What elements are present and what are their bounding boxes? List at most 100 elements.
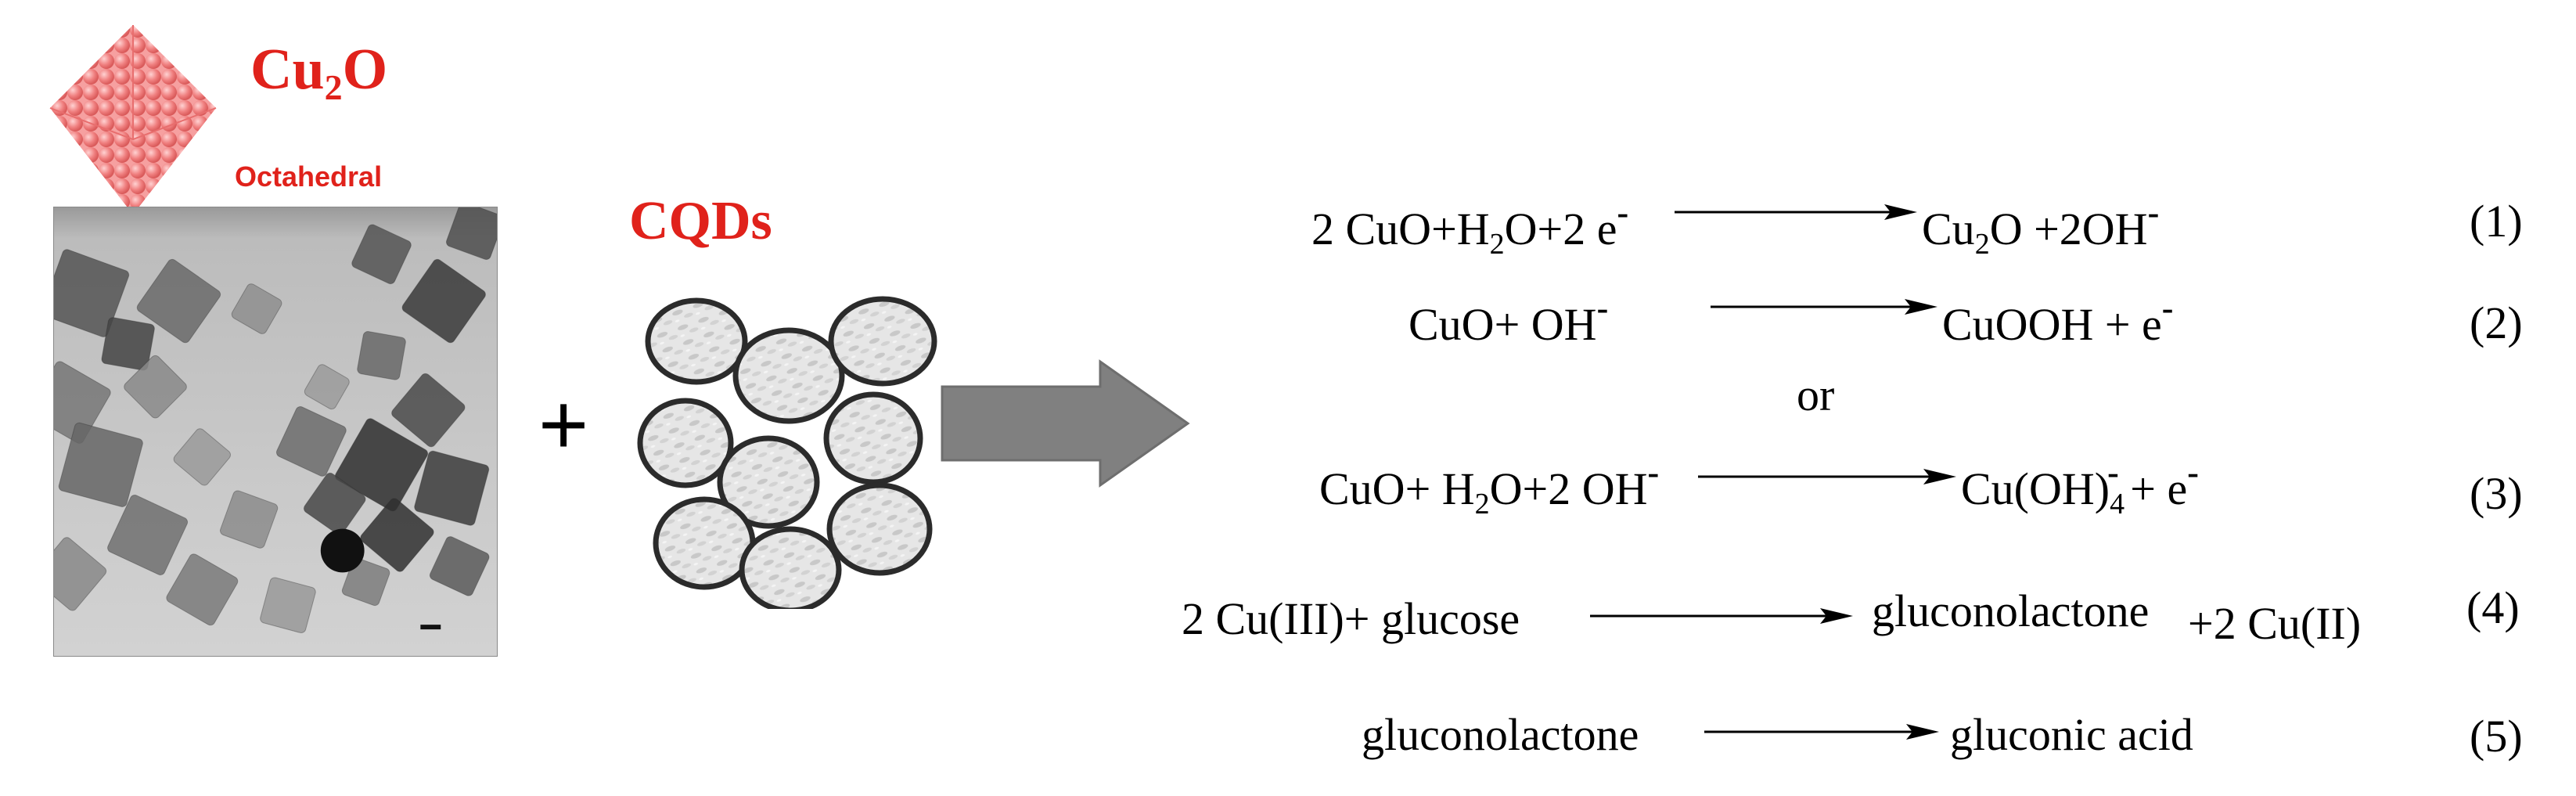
octahedron-atom	[114, 100, 130, 116]
octahedron-atom	[67, 38, 83, 53]
octahedron-atom	[67, 53, 83, 69]
cu2o-particle	[54, 361, 111, 444]
cqd-sphere-icon	[823, 391, 923, 485]
octahedron-atom	[99, 147, 114, 163]
octahedron-atom	[83, 85, 99, 100]
octahedron-atom	[52, 147, 67, 163]
octahedron-atom	[177, 147, 192, 163]
octahedron-atom	[146, 38, 161, 53]
octahedron-atom	[146, 69, 161, 85]
cu2o-particle	[219, 490, 279, 549]
octahedron-atom	[208, 178, 216, 194]
octahedron-atom	[192, 163, 208, 178]
octahedron-atom	[146, 53, 161, 69]
cu2o-particle	[231, 283, 282, 334]
octahedron-atom	[177, 85, 192, 100]
octahedron-atom	[52, 85, 67, 100]
eq4-lhs: 2 Cu(III)+ glucose	[1182, 593, 1520, 644]
octahedron-atom	[177, 53, 192, 69]
octahedron-atom	[114, 147, 130, 163]
cu2o-particle	[136, 258, 221, 344]
cu2o-particle	[445, 207, 497, 261]
tem-micrograph	[53, 207, 498, 657]
cqd-sphere-icon	[826, 482, 933, 576]
octahedron-atom	[130, 178, 146, 194]
octahedron-atom	[208, 69, 216, 85]
cu2o-particle	[429, 536, 490, 596]
octahedron-atom	[114, 69, 130, 85]
octahedron-atom	[177, 100, 192, 116]
octahedron-atom	[52, 69, 67, 85]
cu2o-particle	[414, 450, 490, 526]
cqd-sphere-icon	[732, 327, 845, 424]
eq4-number: (4)	[2466, 582, 2520, 633]
octahedron-atom	[99, 25, 114, 38]
eq4-rhs-product: gluconolactone	[1872, 585, 2150, 636]
octahedron-atom	[99, 131, 114, 147]
reaction-arrow-icon	[1590, 608, 1853, 624]
octahedron-atom	[146, 100, 161, 116]
octahedron-atom	[114, 116, 130, 131]
cu2o-particle	[334, 418, 429, 512]
reaction-arrow-icon	[1675, 204, 1917, 220]
octahedron-atom	[52, 131, 67, 147]
octahedron-atom	[208, 131, 216, 147]
octahedron-atom	[52, 25, 67, 38]
cu2o-particle	[351, 224, 412, 285]
octahedron-atom	[114, 38, 130, 53]
octahedron-atom	[146, 116, 161, 131]
cu2o-label: Cu2O	[250, 38, 388, 107]
cqd-sphere-icon	[653, 496, 756, 590]
reaction-arrow-icon	[1698, 469, 1956, 484]
cqd-sphere-icon	[717, 435, 820, 529]
octahedron-atom	[52, 178, 67, 194]
octahedron-atom	[52, 53, 67, 69]
octahedron-atom	[192, 147, 208, 163]
octahedron-atom	[67, 69, 83, 85]
eq4-rhs-copper: +2 Cu(II)	[2188, 598, 2362, 649]
octahedron-atom	[161, 147, 177, 163]
octahedron-atom	[161, 69, 177, 85]
cqds-label: CQDs	[629, 191, 772, 251]
octahedron-atom	[208, 147, 216, 163]
octahedron-atom	[208, 38, 216, 53]
octahedron-atom	[114, 85, 130, 100]
octahedron-atom	[52, 38, 67, 53]
octahedron-atom	[83, 25, 99, 38]
octahedron-atom	[67, 85, 83, 100]
eq3-number: (3)	[2470, 468, 2523, 519]
octahedron-atom	[99, 69, 114, 85]
octahedron-atom	[99, 85, 114, 100]
octahedron-atom	[192, 116, 208, 131]
octahedron-atom	[67, 100, 83, 116]
octahedron-icon	[49, 25, 217, 214]
octahedron-atom	[192, 85, 208, 100]
octahedron-atom	[192, 38, 208, 53]
eq1-lhs: 2 CuO+H2O+2 e-	[1311, 193, 1629, 261]
octahedron-atom	[177, 163, 192, 178]
octahedron-atom	[83, 147, 99, 163]
octahedron-atom	[177, 116, 192, 131]
octahedron-atom	[146, 163, 161, 178]
octahedron-atom	[83, 178, 99, 194]
cu2o-particle	[54, 537, 107, 611]
eq3-rhs: Cu(OH)4- + e-	[1961, 453, 2199, 520]
octahedron-atom	[83, 38, 99, 53]
eq5-rhs: gluconic acid	[1950, 709, 2193, 760]
cu2o-particle	[304, 364, 350, 410]
octahedron-atom	[192, 131, 208, 147]
octahedron-atom	[83, 163, 99, 178]
octahedron-atom	[208, 85, 216, 100]
cu2o-particle	[58, 422, 143, 507]
octahedron-atom	[208, 116, 216, 131]
octahedron-atom	[161, 25, 177, 38]
eq2-rhs: CuOOH + e-	[1942, 289, 2174, 350]
reaction-arrow-icon	[1704, 724, 1939, 740]
octahedron-atom	[83, 100, 99, 116]
octahedron-atom	[161, 131, 177, 147]
cu2o-particle	[124, 355, 187, 419]
octahedron-atom	[208, 163, 216, 178]
octahedron-atom	[99, 178, 114, 194]
octahedral-label: Octahedral	[235, 160, 383, 193]
octahedron-atom	[52, 116, 67, 131]
